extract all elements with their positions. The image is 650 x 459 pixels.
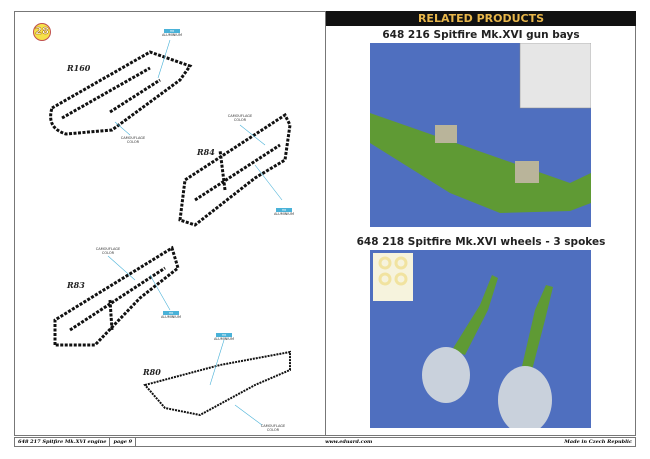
step-number-badge: 28 xyxy=(33,23,51,41)
part-r160-drawing xyxy=(49,50,193,136)
footer-product: 648 217 Spitfire Mk.XVI engine xyxy=(18,439,107,445)
part-r84-drawing xyxy=(178,112,292,227)
part-r83-drawing xyxy=(53,245,180,347)
part-label-r80: R80 xyxy=(143,367,161,377)
part-r80-drawing xyxy=(143,350,291,417)
part-label-r160: R160 xyxy=(67,63,91,73)
page-footer: 648 217 Spitfire Mk.XVI engine page 9 ww… xyxy=(14,437,636,447)
part-label-r84: R84 xyxy=(197,147,215,157)
part-drawings xyxy=(49,39,292,426)
footer-website[interactable]: www.eduard.com xyxy=(325,439,373,445)
right-wheel xyxy=(498,366,552,428)
product-photo-gun-bays[interactable] xyxy=(370,43,591,227)
callout-camouflage: CAMOUFLAGE COLOR xyxy=(120,136,146,144)
product-title-wheels[interactable]: 648 218 Spitfire Mk.XVI wheels - 3 spoke… xyxy=(356,236,606,248)
left-wheel xyxy=(422,347,470,403)
gun-bay-right xyxy=(515,161,539,183)
callout-camouflage: CAMOUFLAGE COLOR xyxy=(227,114,253,122)
photo-etch-fret-thumbnail xyxy=(519,43,591,109)
footer-made-in: Made in Czech Republic xyxy=(564,439,632,445)
wing-shape xyxy=(370,113,591,213)
product-title-gun-bays[interactable]: 648 216 Spitfire Mk.XVI gun bays xyxy=(382,29,580,41)
right-strut xyxy=(520,285,553,378)
gun-bay-left xyxy=(435,125,457,143)
callout-camouflage: CAMOUFLAGE COLOR xyxy=(95,247,121,255)
part-label-r83: R83 xyxy=(67,280,85,290)
left-strut xyxy=(452,275,498,355)
product-photo-wheels[interactable] xyxy=(370,250,591,428)
footer-page-number: page 9 xyxy=(109,438,137,446)
column-divider xyxy=(325,11,326,436)
related-products-header: RELATED PRODUCTS xyxy=(326,11,636,26)
callout-camouflage: CAMOUFLAGE COLOR xyxy=(260,424,286,432)
